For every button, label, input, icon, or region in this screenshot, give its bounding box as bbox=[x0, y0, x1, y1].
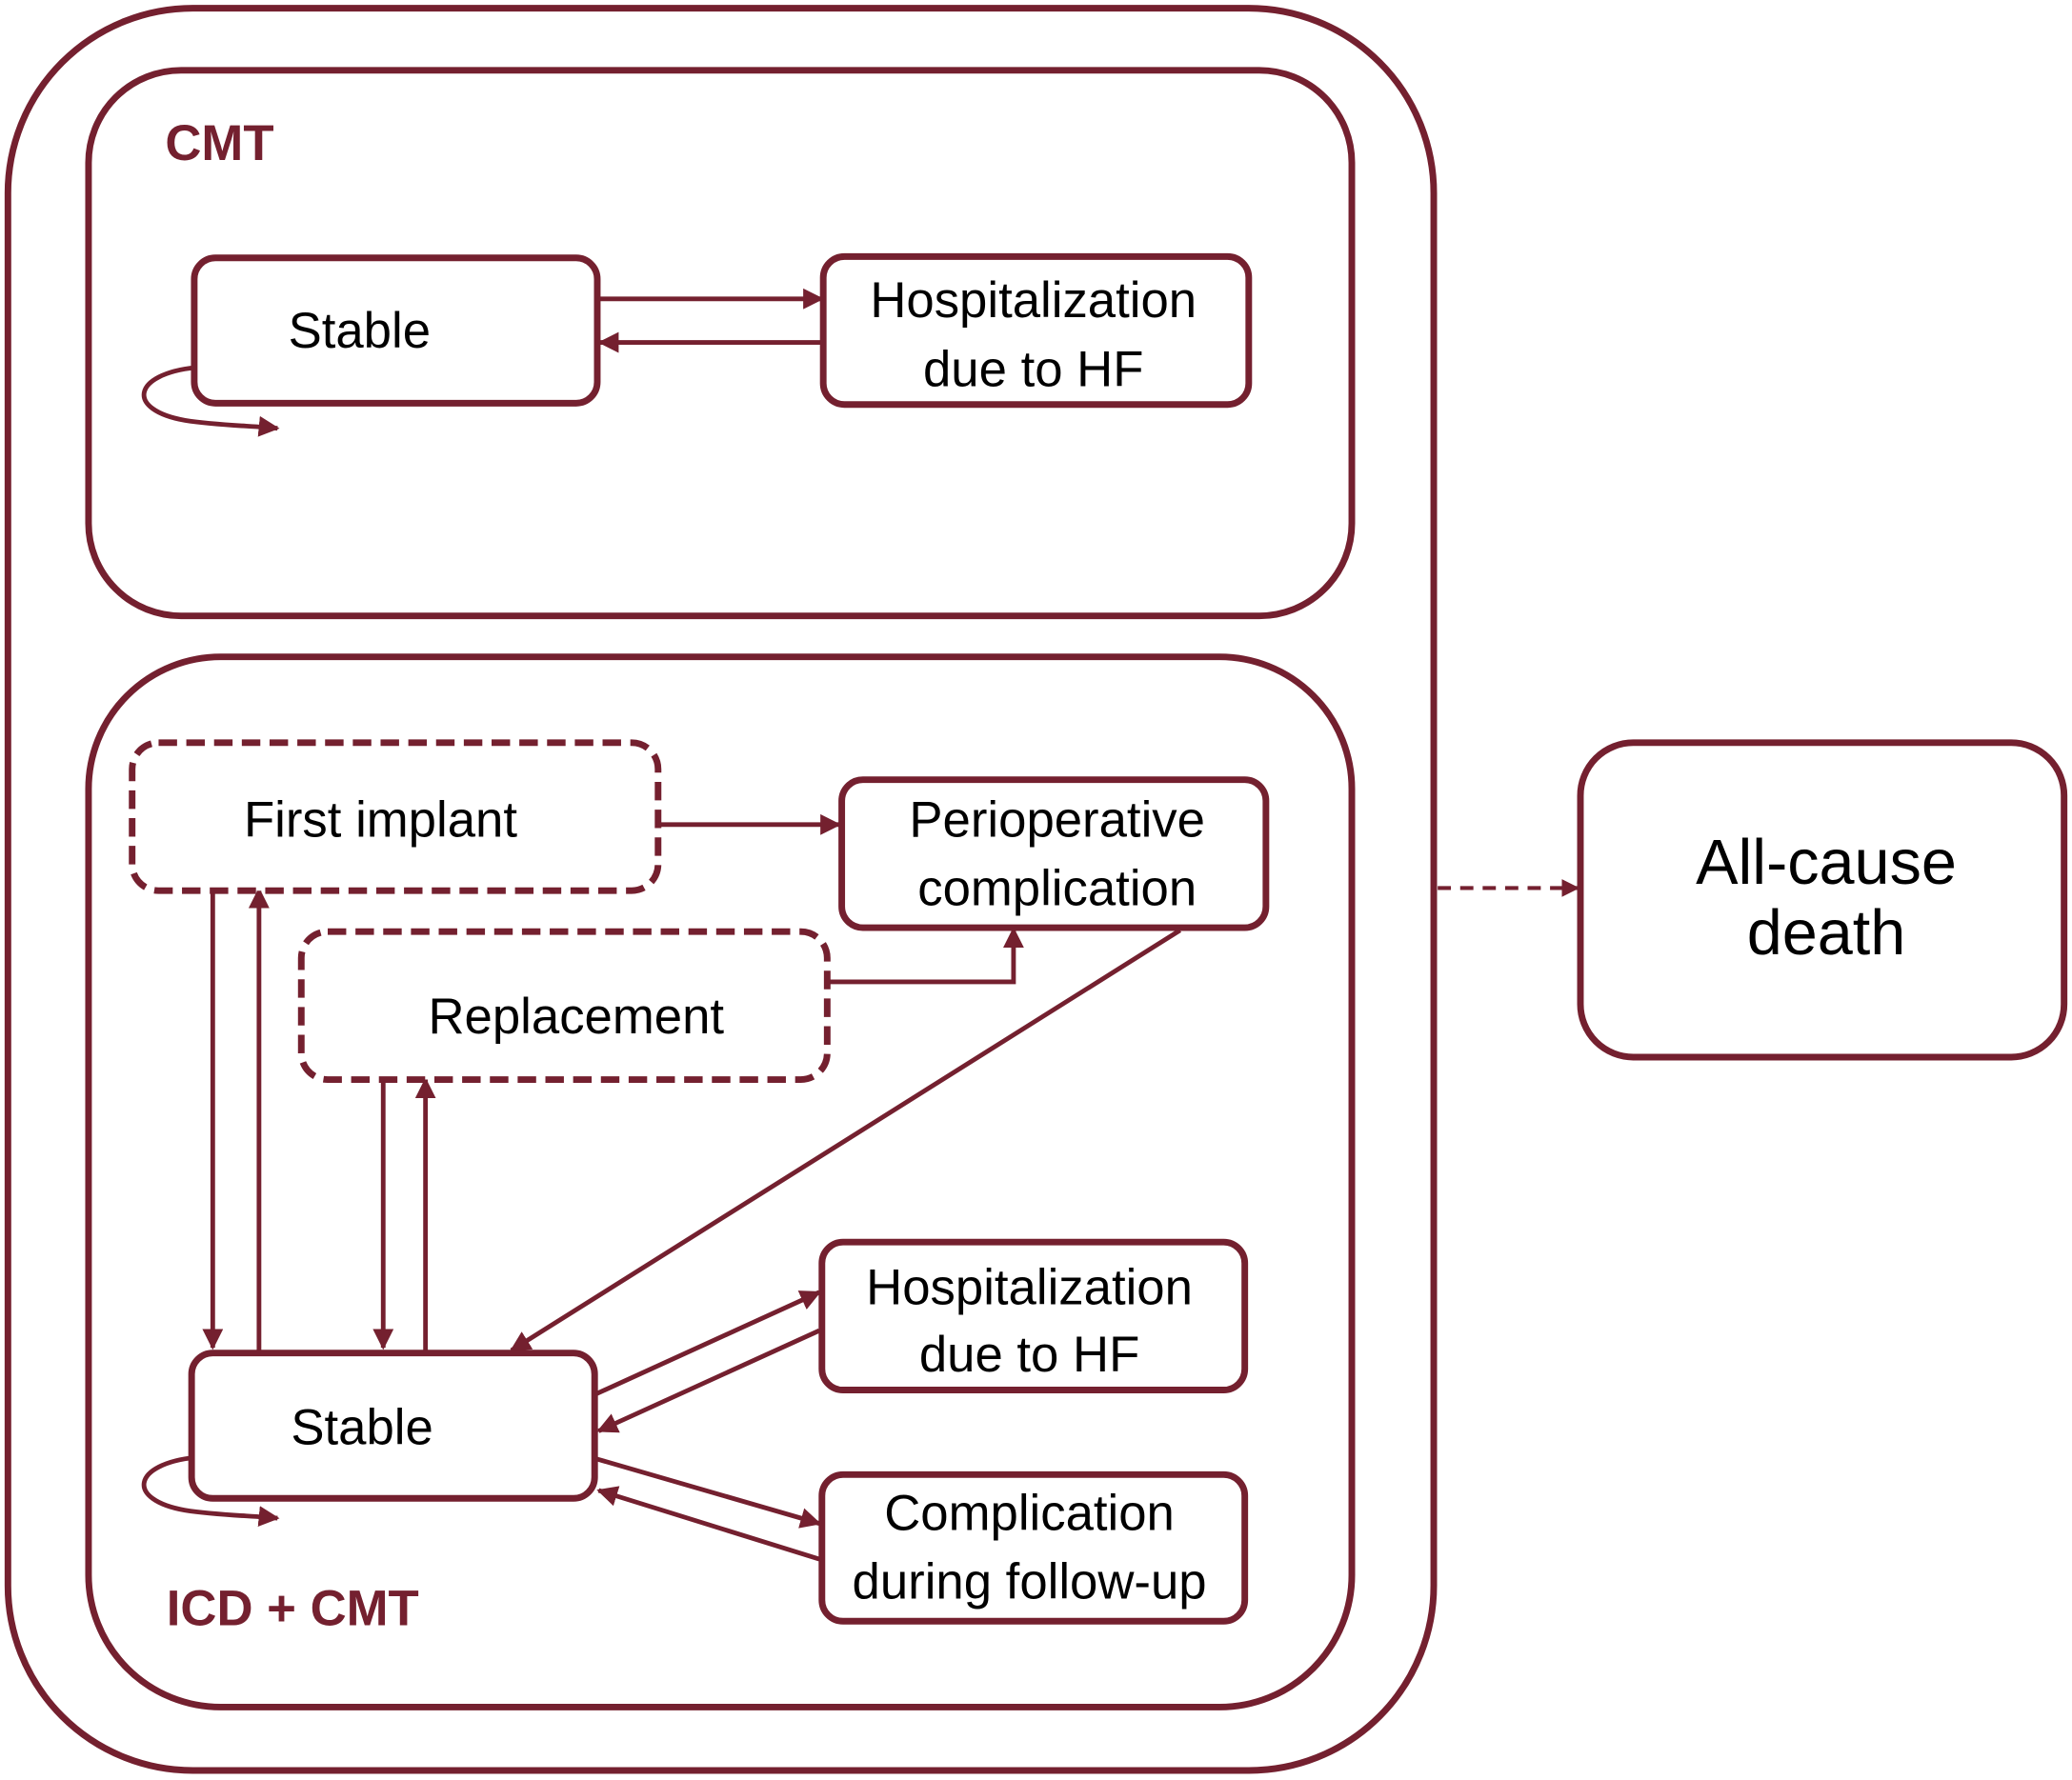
group-cmt-frame bbox=[85, 67, 1356, 620]
group-cmt: CMT bbox=[85, 67, 1356, 620]
node-replacement-label: Replacement bbox=[429, 989, 725, 1045]
edge-replacement-to-periop bbox=[827, 927, 1024, 985]
group-icd-cmt-label: ICD + CMT bbox=[167, 1580, 419, 1636]
outer-group-frame bbox=[4, 5, 1438, 1774]
node-complication-line2: during follow-up bbox=[853, 1554, 1207, 1610]
group-icd-cmt-frame bbox=[85, 653, 1356, 1710]
edge-stable-to-complication bbox=[594, 1456, 822, 1529]
edge-cmt-stable-self-loop bbox=[141, 365, 280, 437]
node-first-implant-label: First implant bbox=[244, 791, 517, 848]
node-all-cause-death: All-cause death bbox=[1577, 739, 2068, 1061]
node-complication-follow-up: Complication during follow-up bbox=[818, 1470, 1249, 1625]
node-perioperative-complication: Perioperative complication bbox=[838, 776, 1270, 931]
node-complication-line1: Complication bbox=[884, 1486, 1175, 1542]
node-death-line1: All-cause bbox=[1696, 828, 1957, 898]
node-cmt-hospitalization-line1: Hospitalization bbox=[870, 272, 1197, 329]
node-cmt-hospitalization-line2: due to HF bbox=[923, 341, 1143, 397]
node-cmt-stable: Stable bbox=[191, 254, 601, 407]
node-icd-hospitalization: Hospitalization due to HF bbox=[818, 1238, 1249, 1393]
node-icd-stable: Stable bbox=[188, 1350, 598, 1502]
edge-icd-stable-self-loop bbox=[141, 1454, 280, 1527]
edge-complication-to-stable bbox=[596, 1486, 820, 1562]
node-icd-stable-label: Stable bbox=[291, 1399, 433, 1455]
group-icd-cmt: ICD + CMT bbox=[85, 653, 1356, 1710]
edge-icd-hosp-to-stable bbox=[596, 1328, 821, 1433]
node-cmt-hospitalization: Hospitalization due to HF bbox=[819, 252, 1253, 409]
node-death-line2: death bbox=[1747, 898, 1906, 969]
node-first-implant: First implant bbox=[129, 739, 662, 894]
edge-periop-to-stable bbox=[509, 928, 1181, 1352]
node-periop-line1: Perioperative bbox=[909, 791, 1205, 848]
node-periop-line2: complication bbox=[917, 860, 1197, 916]
node-icd-hospitalization-line1: Hospitalization bbox=[866, 1259, 1193, 1315]
edge-stable-to-icd-hosp bbox=[594, 1290, 822, 1396]
node-icd-hospitalization-line2: due to HF bbox=[919, 1327, 1139, 1383]
node-cmt-stable-label: Stable bbox=[289, 303, 431, 359]
node-replacement: Replacement bbox=[297, 928, 831, 1084]
group-cmt-label: CMT bbox=[165, 115, 273, 171]
